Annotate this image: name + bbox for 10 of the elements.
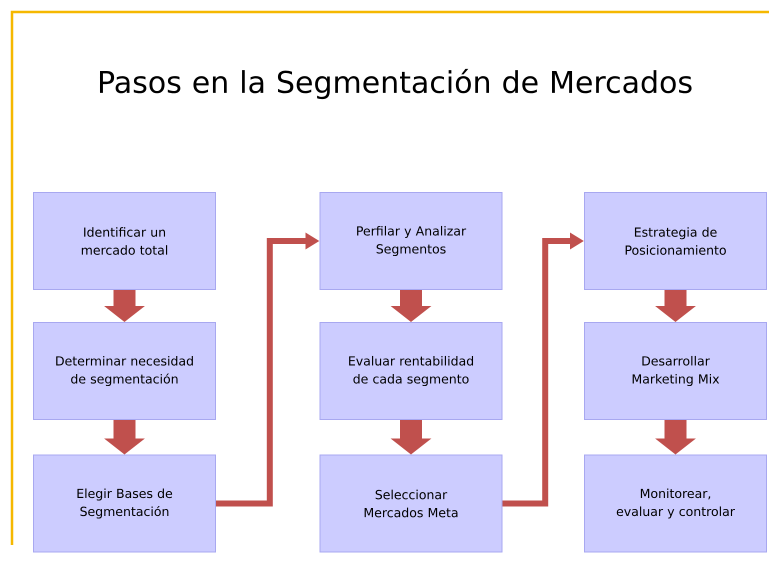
process-box: Elegir Bases de Segmentación	[33, 454, 216, 552]
process-box: Desarrollar Marketing Mix	[584, 322, 767, 420]
process-box: Estrategia de Posicionamiento	[584, 192, 767, 290]
process-box: Seleccionar Mercados Meta	[320, 454, 502, 552]
process-box: Perfilar y Analizar Segmentos	[320, 192, 502, 290]
title: Pasos en la Segmentación de Mercados	[100, 68, 692, 100]
process-box: Monitorear, evaluar y controlar	[584, 454, 767, 552]
process-box: Evaluar rentabilidad de cada segmento	[320, 322, 502, 420]
process-box: Identificar un mercado total	[33, 192, 216, 290]
process-box: Determinar necesidad de segmentación	[33, 322, 216, 420]
